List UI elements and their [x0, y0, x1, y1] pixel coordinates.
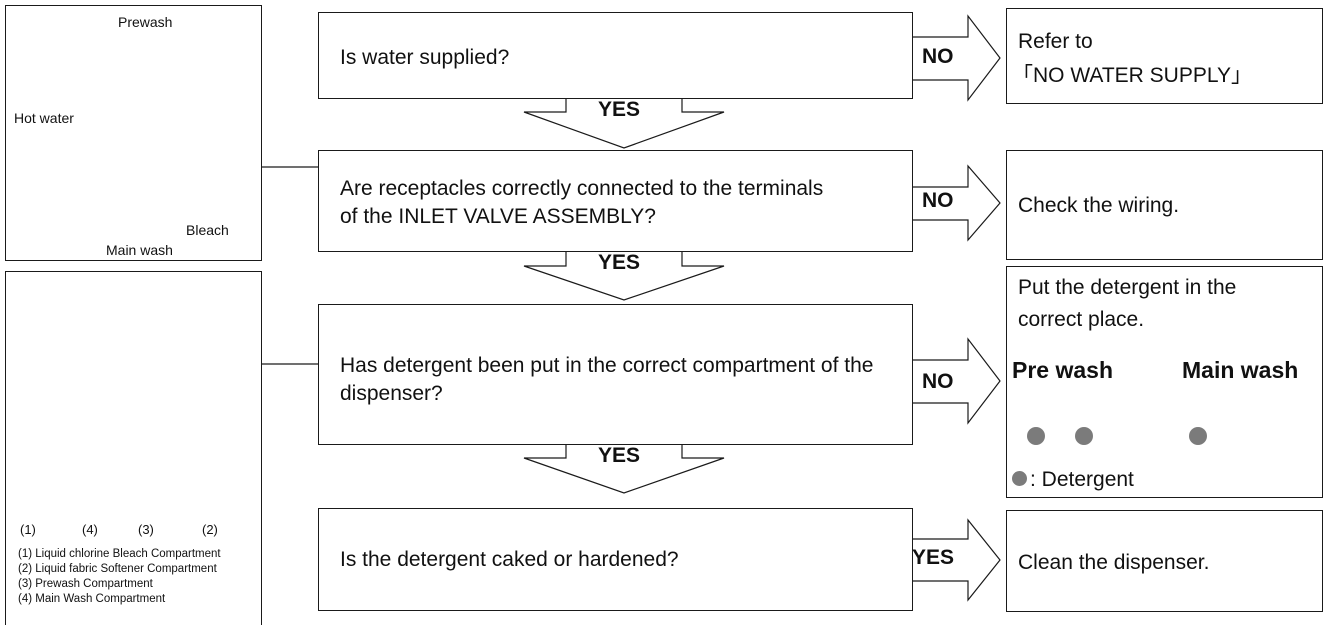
question-text-2: Are receptacles correctly connected to t… — [340, 177, 824, 228]
yes-label-3: YES — [598, 444, 641, 467]
down-arrow-2 — [523, 251, 725, 301]
result-text-2: Check the wiring. — [1018, 194, 1180, 217]
detergent-legend-text: : Detergent — [1030, 468, 1134, 491]
detergent-dot-prewash-left — [1027, 427, 1045, 445]
figure-inlet-valve-panel — [5, 5, 262, 261]
result-text-1a: Refer to — [1018, 30, 1093, 53]
right-arrow-4 — [912, 518, 1001, 602]
question-box-1 — [318, 12, 913, 99]
yes-label-2: YES — [598, 251, 641, 274]
branch-label-1: NO — [922, 45, 954, 68]
question-text-3: Has detergent been put in the correct co… — [340, 354, 874, 405]
question-box-3 — [318, 304, 913, 445]
branch-label-2: NO — [922, 189, 954, 212]
down-arrow-3 — [523, 444, 725, 494]
yes-label-1: YES — [598, 98, 641, 121]
prewash-title: Pre wash — [1012, 357, 1113, 383]
result-text-3b: correct place. — [1018, 308, 1145, 331]
label-prewash: Prewash — [118, 14, 173, 30]
label-main-wash: Main wash — [106, 242, 173, 258]
result-box-2 — [1006, 150, 1323, 260]
callout-4: (4) — [82, 522, 98, 537]
result-box-3 — [1006, 266, 1323, 498]
branch-label-3: NO — [922, 370, 954, 393]
result-text-3a: Put the detergent in the — [1018, 276, 1237, 299]
legend-line-4: (4) Main Wash Compartment — [18, 593, 166, 605]
detergent-dot-prewash-right — [1075, 427, 1093, 445]
mainwash-title: Main wash — [1182, 357, 1299, 383]
result-box-4 — [1006, 510, 1323, 612]
figure-dispenser-panel — [5, 271, 262, 625]
right-arrow-3 — [912, 337, 1001, 425]
right-arrow-1 — [912, 14, 1001, 102]
label-bleach: Bleach — [186, 222, 229, 238]
question-text-1: Is water supplied? — [340, 46, 510, 69]
branch-label-4: YES — [912, 546, 955, 569]
question-box-4 — [318, 508, 913, 611]
legend-line-2: (2) Liquid fabric Softener Compartment — [18, 563, 217, 575]
down-arrow-1 — [523, 98, 725, 149]
right-arrow-2 — [912, 164, 1001, 242]
callout-2: (2) — [202, 522, 218, 537]
label-hot-water: Hot water — [14, 110, 74, 126]
question-text-4: Is the detergent caked or hardened? — [340, 548, 679, 571]
detergent-legend-dot — [1012, 471, 1027, 486]
legend-line-3: (3) Prewash Compartment — [18, 578, 153, 590]
result-text-4: Clean the dispenser. — [1018, 551, 1210, 574]
question-box-2 — [318, 150, 913, 252]
callout-3: (3) — [138, 522, 154, 537]
callout-1: (1) — [20, 522, 36, 537]
legend-line-1: (1) Liquid chlorine Bleach Compartment — [18, 548, 221, 560]
result-text-1b: 「NO WATER SUPPLY」 — [1012, 64, 1252, 87]
detergent-dot-mainwash — [1189, 427, 1207, 445]
result-box-1 — [1006, 8, 1323, 104]
